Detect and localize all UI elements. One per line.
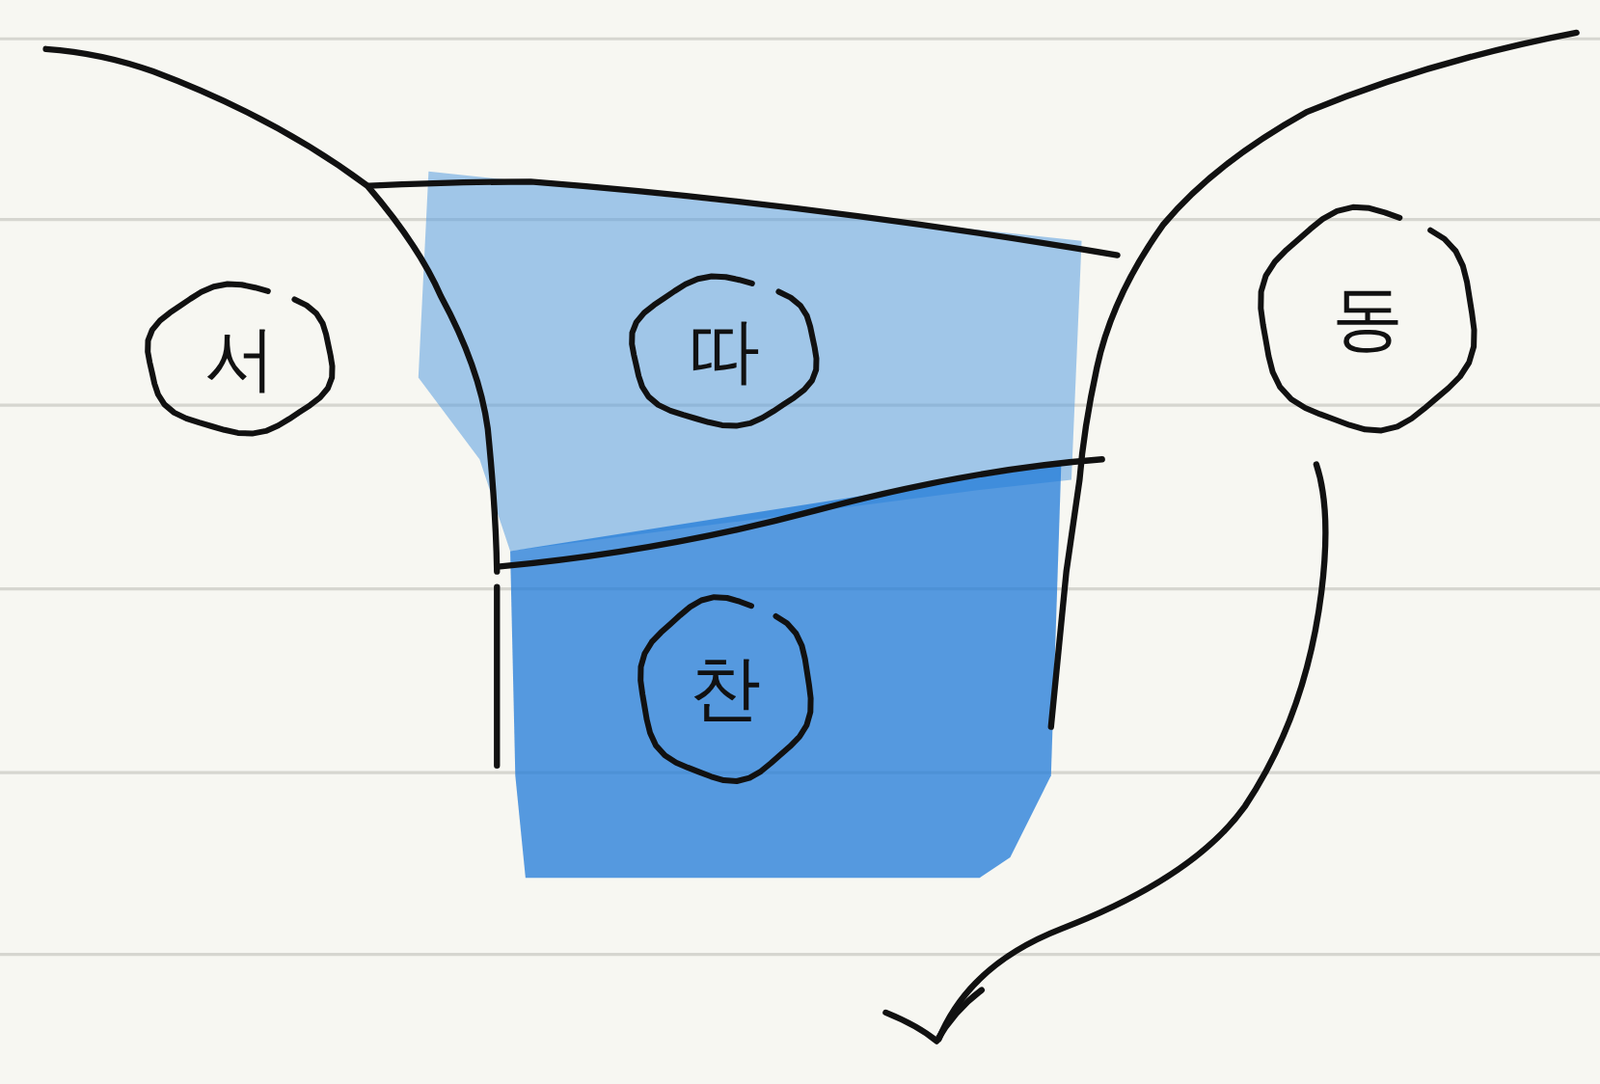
west-shore — [46, 49, 498, 572]
east-label-circle: 동 — [1256, 205, 1479, 433]
direction-label: 동 — [1331, 278, 1404, 357]
cold-layer — [510, 464, 1061, 879]
west-label-circle: 서 — [143, 281, 337, 436]
cold-label-circle: 찬 — [636, 595, 815, 784]
warm-label-circle: 따 — [627, 273, 821, 429]
current-arrow — [938, 464, 1326, 1040]
water-surface — [369, 181, 1118, 255]
direction-label: 서 — [204, 319, 276, 398]
direction-label: 찬 — [689, 649, 761, 728]
ruled-lines — [0, 38, 1600, 954]
arrow-head — [885, 990, 981, 1042]
thermocline — [499, 459, 1102, 567]
direction-label: 따 — [688, 311, 760, 390]
west-wall — [493, 587, 500, 766]
